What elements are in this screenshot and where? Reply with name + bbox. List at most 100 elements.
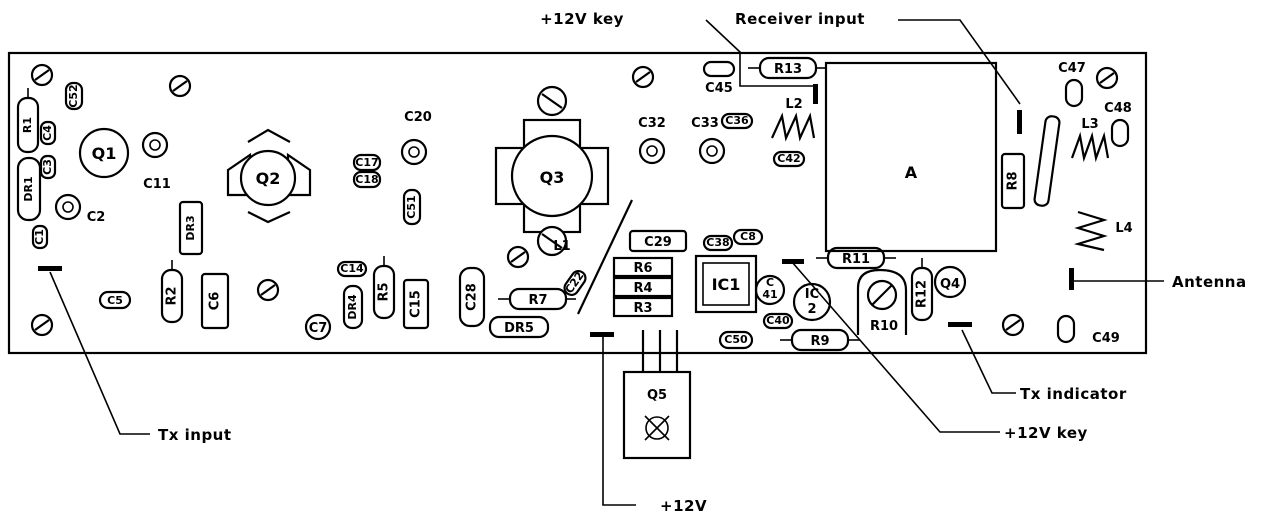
r6-resistor: R6 [612, 256, 674, 278]
svg-text:C18: C18 [355, 173, 378, 186]
svg-text:C47: C47 [1058, 61, 1086, 76]
callout-antenna: Antenna [1172, 273, 1247, 291]
svg-text:R1: R1 [21, 117, 34, 133]
svg-text:L1: L1 [553, 239, 570, 254]
svg-text:C7: C7 [309, 321, 328, 336]
c29-capacitor: C29 [628, 229, 688, 253]
c2-trimmer-capacitor: C2 [54, 193, 105, 225]
c51-capacitor: C51 [402, 188, 422, 226]
tx-input-pad [38, 266, 62, 271]
callout-tx-indicator: Tx indicator [1020, 385, 1127, 403]
r11-resistor: R11 [816, 246, 896, 270]
q4-transistor: Q4 [933, 265, 967, 299]
c7-capacitor: C7 [304, 313, 332, 341]
dr4-choke: DR4 [342, 284, 364, 330]
ic1-chip: IC1 [694, 254, 758, 314]
svg-text:Q1: Q1 [92, 144, 117, 163]
svg-text:L3: L3 [1081, 117, 1098, 132]
c15-capacitor: C15 [402, 278, 430, 330]
svg-text:41: 41 [762, 288, 777, 301]
mounting-screw-icons [30, 63, 1119, 337]
svg-text:R7: R7 [528, 293, 547, 308]
svg-text:R4: R4 [633, 281, 652, 296]
callout-tx-input: Tx input [158, 426, 232, 444]
svg-text:C45: C45 [705, 81, 733, 96]
svg-text:R2: R2 [165, 286, 180, 305]
svg-text:Q2: Q2 [256, 169, 281, 188]
svg-text:DR3: DR3 [184, 215, 197, 240]
r13-resistor: R13 [748, 56, 826, 80]
svg-text:Q3: Q3 [540, 168, 565, 187]
c14-capacitor: C14 [336, 260, 368, 278]
c45-capacitor: C45 [702, 60, 736, 96]
q2-transistor: Q2 [226, 128, 312, 224]
c3-capacitor: C3 [39, 154, 57, 180]
l1-inductor: L1 [553, 199, 633, 315]
svg-text:C5: C5 [107, 294, 123, 307]
svg-text:C40: C40 [766, 314, 790, 327]
tx-indicator-pad [948, 322, 972, 327]
callout-key-top: +12V key [540, 10, 624, 28]
svg-text:C36: C36 [725, 114, 749, 127]
svg-text:Q4: Q4 [940, 277, 960, 292]
svg-text:2: 2 [807, 302, 816, 317]
key-top-pad [813, 84, 818, 104]
svg-text:A: A [905, 163, 918, 182]
callout-receiver-input: Receiver input [735, 10, 865, 28]
svg-text:C20: C20 [404, 110, 432, 125]
l2-inductor: L2 [770, 97, 816, 142]
svg-text:C: C [766, 276, 774, 289]
svg-text:R9: R9 [810, 334, 829, 349]
r10-trimmer-resistor: R10 [856, 268, 908, 335]
svg-text:C14: C14 [340, 262, 364, 275]
c1-capacitor: C1 [31, 224, 49, 250]
svg-text:C11: C11 [143, 177, 171, 192]
plus12v-pad [590, 332, 614, 337]
c32-trimmer-capacitor: C32 [638, 116, 666, 165]
svg-text:R8: R8 [1006, 171, 1021, 190]
c47-capacitor: C47 [1058, 61, 1086, 108]
svg-text:C8: C8 [740, 230, 756, 243]
c33-trimmer-capacitor: C33 [691, 116, 726, 165]
r8-resistor: R8 [1000, 152, 1026, 210]
svg-text:DR4: DR4 [346, 294, 359, 320]
callout-lines [49, 19, 1164, 506]
svg-text:C33: C33 [691, 116, 719, 131]
c36-capacitor: C36 [720, 112, 754, 130]
svg-text:R13: R13 [774, 62, 802, 77]
q5-regulator: Q5 [622, 330, 692, 460]
r4-resistor: R4 [612, 276, 674, 298]
svg-text:C52: C52 [67, 84, 80, 107]
c11-trimmer-capacitor: C11 [141, 131, 171, 192]
c42-capacitor: C42 [772, 150, 806, 168]
receiver-input-pad [1017, 110, 1022, 134]
c5-capacitor: C5 [98, 290, 132, 310]
callout-plus12v: +12V [660, 497, 707, 515]
svg-text:C48: C48 [1104, 101, 1132, 116]
c52-capacitor: C52 [64, 81, 84, 111]
svg-text:C51: C51 [405, 195, 418, 218]
r9-resistor: R9 [780, 328, 860, 352]
c18-capacitor: C18 [352, 170, 382, 189]
svg-text:R5: R5 [377, 282, 392, 301]
r5-resistor: R5 [372, 256, 396, 320]
pcb-outline [7, 51, 1148, 355]
r3-resistor: R3 [612, 296, 674, 318]
svg-text:R6: R6 [633, 261, 652, 276]
svg-text:C15: C15 [409, 290, 424, 318]
antenna-pad [1069, 268, 1074, 290]
svg-text:C6: C6 [208, 292, 223, 311]
svg-text:C29: C29 [644, 235, 672, 250]
svg-text:L2: L2 [785, 97, 802, 112]
q1-transistor: Q1 [78, 127, 130, 179]
c48-capacitor: C48 [1104, 101, 1132, 148]
c49-capacitor: C49 [1056, 314, 1120, 346]
q3-transistor: Q3 [494, 85, 610, 257]
svg-text:DR1: DR1 [22, 176, 35, 201]
svg-text:Q5: Q5 [647, 388, 667, 403]
c40-capacitor: C40 [762, 312, 794, 330]
c17-capacitor: C17 [352, 153, 382, 172]
svg-text:C50: C50 [724, 333, 748, 346]
r12-resistor: R12 [910, 258, 934, 322]
